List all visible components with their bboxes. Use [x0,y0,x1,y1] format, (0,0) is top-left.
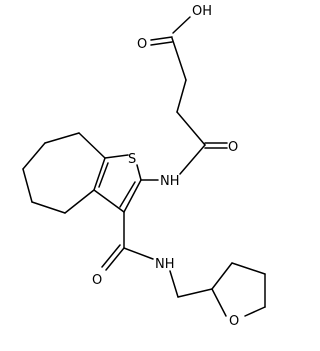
bond-amide2-o-double-a [105,247,125,271]
label-amide2-o: O [92,273,102,288]
bond-oh [172,16,191,34]
bond-n-ch2 [169,270,179,298]
bond-thf-c5-o [244,306,266,317]
bond-c-o-double-a [150,36,173,41]
bond-c2-c3-inner [119,181,136,208]
bond-chain-2 [176,79,187,113]
bond-c-o-double-b [150,41,173,46]
label-amide2-nh: NH [155,257,175,272]
bond-chain-1 [171,37,187,81]
bond-c3a-c7a-inner [98,162,109,188]
label-carboxyl-oh: OH [192,4,212,19]
bond-c3-c3a [93,189,125,213]
bond-thf-c3-c4 [231,262,266,275]
bond-c3a-c7a [93,157,106,191]
label-carboxyl-o: O [137,37,147,52]
bond-c4a-c3a [64,189,95,214]
bond-thf-o-c2 [211,288,227,317]
bond-chain-3 [176,111,206,146]
bond-c2-c3 [123,179,142,213]
atom-labels: OH O O NH S O NH O [92,4,239,329]
bond-s-c2 [136,164,142,181]
molecule-structure-diagram: OH O O NH S O NH O [22,4,266,329]
bond-c7a-c7 [78,132,106,159]
bond-lines [22,16,266,317]
bond-c6-c5 [22,142,46,170]
bond-c4-c4a [31,201,66,214]
bond-ch2-thf [177,288,213,298]
bond-amide2-n [123,247,154,260]
bond-c5-c4 [22,168,33,203]
label-amide1-nh: NH [160,174,180,189]
bond-s-c7a [104,154,129,159]
bond-amide2-o-double-b [101,244,121,268]
bond-amide1-n [179,144,206,175]
bond-c7-c6 [44,132,80,144]
label-amide1-o: O [228,140,238,155]
label-thf-o: O [229,314,239,329]
bond-thf-c2-c3 [211,262,233,290]
label-thiophene-s: S [128,152,136,167]
